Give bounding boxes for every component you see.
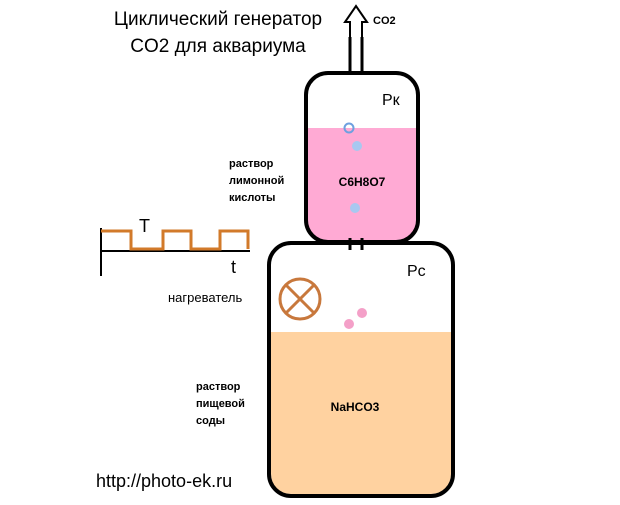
- soda-bubbles: [344, 308, 367, 329]
- upper-vessel-liquid: [308, 128, 416, 240]
- title-line-1: Циклический генератор: [114, 9, 322, 30]
- soda-label-line-2: пищевой: [196, 398, 245, 410]
- lower-vessel-label: Рс: [407, 263, 426, 280]
- upper-vessel: [304, 71, 420, 244]
- source-url: http://photo-ek.ru: [96, 471, 232, 491]
- soda-label-line-1: раствор: [196, 381, 241, 393]
- lower-vessel: [267, 241, 455, 498]
- co2-outlet-arrow-icon: [343, 4, 369, 37]
- lower-vessel-liquid: [271, 332, 451, 494]
- heater-icon: [278, 277, 322, 321]
- lower-vessel-content: NaHCO3: [331, 400, 380, 414]
- soda-label-line-3: соды: [196, 415, 225, 427]
- timing-period-label: T: [139, 216, 150, 236]
- acid-label-line-2: лимонной: [229, 175, 284, 187]
- timing-graph: [100, 228, 250, 276]
- acid-label-line-1: раствор: [229, 158, 274, 170]
- bubble-upper: [343, 122, 362, 213]
- top-pipe: [348, 37, 364, 75]
- outlet-co2-label: CO2: [373, 15, 396, 27]
- acid-label-line-3: кислоты: [229, 192, 275, 204]
- timing-axis-label: t: [231, 257, 236, 277]
- title-line-2: CO2 для аквариума: [130, 36, 306, 57]
- timing-signal: [101, 229, 250, 251]
- heater-label: нагреватель: [168, 290, 243, 305]
- upper-vessel-label: Рк: [382, 92, 401, 109]
- upper-vessel-content: C6H8O7: [339, 175, 386, 189]
